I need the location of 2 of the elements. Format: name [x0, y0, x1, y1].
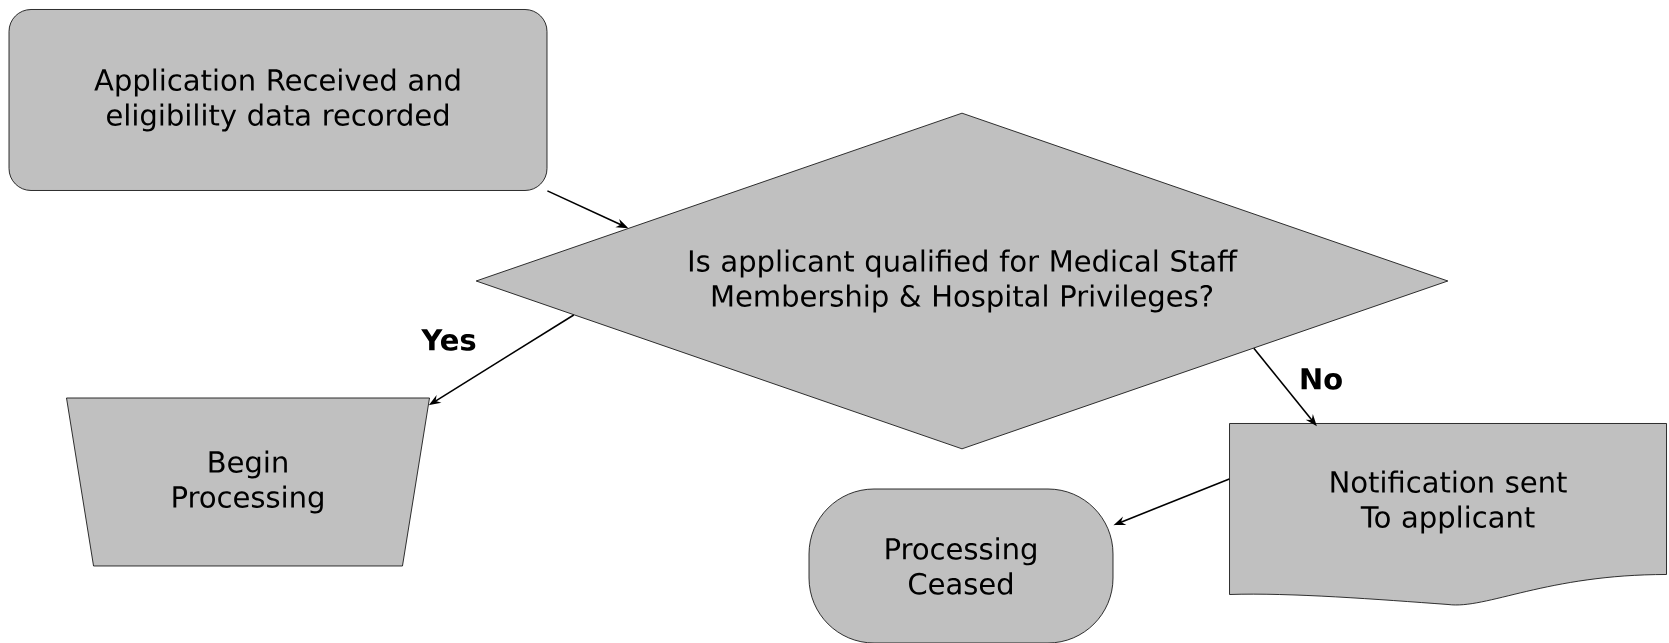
edge-label: No	[1296, 366, 1346, 392]
process-box: Application Received and eligibility data recorded	[8, 9, 548, 191]
